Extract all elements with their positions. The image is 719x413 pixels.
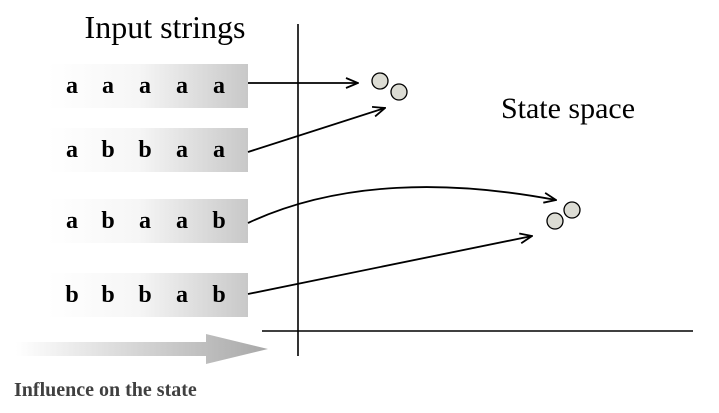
mapping-arrow [247,186,556,224]
mapping-arrow [247,236,532,295]
input-strings-title: Input strings [85,9,246,45]
symbol: a [66,208,78,234]
symbol: b [138,137,151,163]
row-gradient-background [48,199,248,243]
state-cluster [546,201,581,230]
mapping-arrow [247,108,385,153]
symbol: a [176,73,188,99]
symbol: b [212,282,225,308]
state-circle-icon [390,83,408,101]
symbol: a [176,208,188,234]
influence-label: Influence on the state [14,379,197,401]
state-circle-icon [563,201,581,219]
state-circle-icon [546,212,564,230]
symbol: a [66,73,78,99]
symbol: b [65,282,78,308]
row-gradient-background [48,273,248,317]
input-string-row: a b b a a [48,128,248,172]
symbol: a [213,137,225,163]
influence-gradient-arrow [16,334,268,364]
row-gradient-background [48,64,248,108]
symbol: a [139,73,151,99]
state-circle-icon [371,72,389,90]
symbol: a [213,73,225,99]
symbol: b [101,282,114,308]
state-cluster [371,72,408,101]
symbol: b [138,282,151,308]
state-space-title: State space [501,92,635,125]
symbol: a [66,137,78,163]
symbol: a [176,282,188,308]
row-gradient-background [48,128,248,172]
symbol: a [139,208,151,234]
symbol: b [101,208,114,234]
input-string-row: b b b a b [48,273,248,317]
symbol: a [102,73,114,99]
symbol: a [176,137,188,163]
input-string-row: a a a a a [48,64,248,108]
symbol: b [101,137,114,163]
input-string-row: a b a a b [48,199,248,243]
symbol: b [212,208,225,234]
